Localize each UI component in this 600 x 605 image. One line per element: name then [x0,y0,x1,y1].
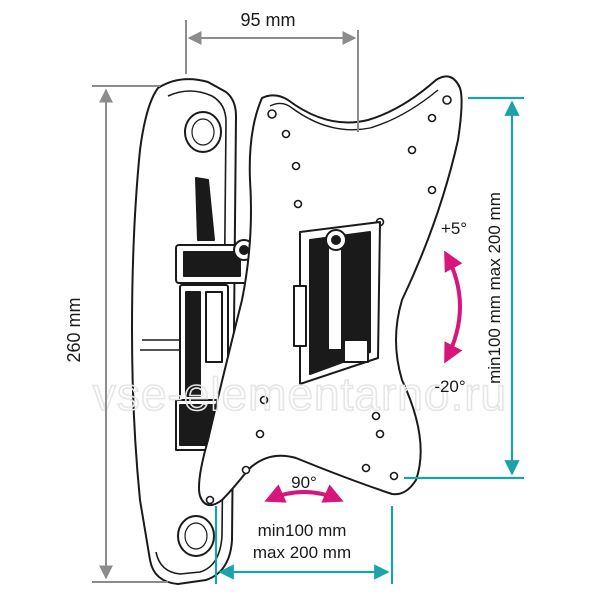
swivel-label: 90° [291,473,317,492]
swivel-arrow [264,484,344,503]
tilt-arrow [444,250,463,364]
vesa-vertical-label: min100 mm max 200 mm [485,192,504,384]
vesa-horizontal-label-1: min100 mm [258,521,347,540]
height-dimension [92,85,168,583]
depth-label: 95 mm [240,10,295,30]
tilt-bracket [293,221,381,385]
tilt-up-label: +5° [441,219,467,238]
height-label: 260 mm [64,297,84,362]
tilt-down-label: -20° [434,377,465,396]
watermark-text: vse-elementarno.ru [93,368,507,420]
vesa-horizontal-dimension [214,506,394,584]
wall-hole-top [184,111,222,153]
wall-hole-bottom [177,515,215,557]
vesa-vertical-dimension [404,96,524,480]
vesa-horizontal-label-2: max 200 mm [253,543,351,562]
depth-dimension [185,20,359,132]
